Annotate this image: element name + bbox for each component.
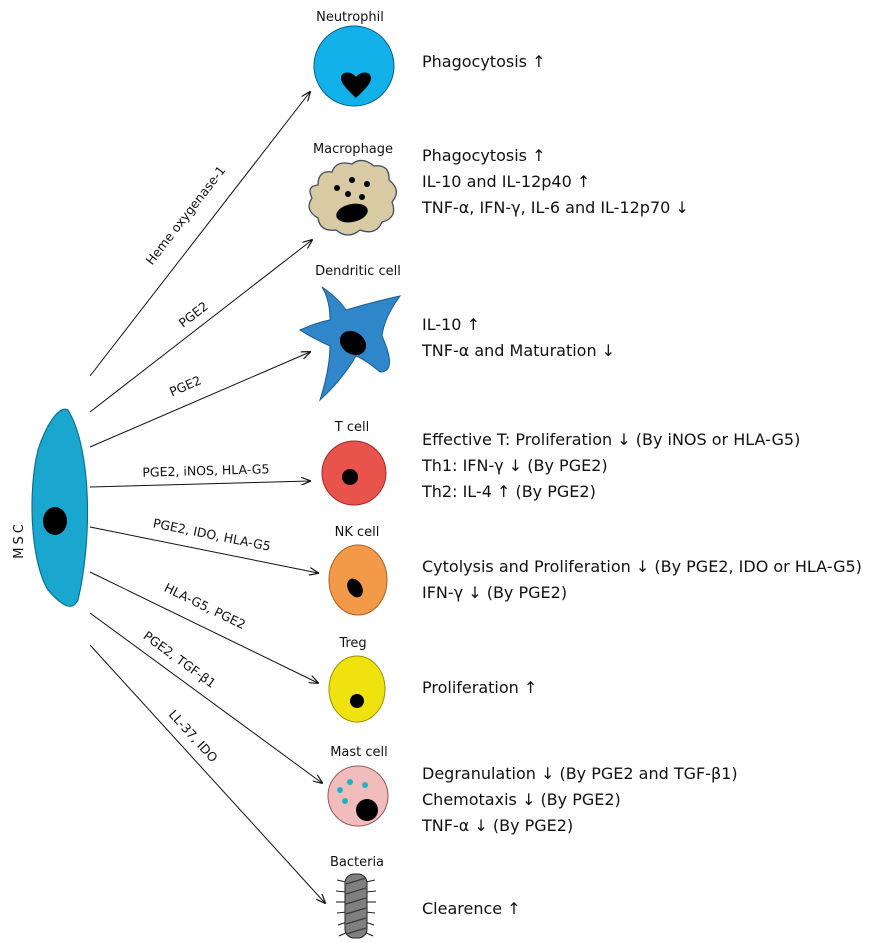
arrow-to-nk-cell xyxy=(89,526,318,573)
effect-text: TNF-α, IFN-γ, IL-6 and IL-12p70 ↓ xyxy=(422,198,689,217)
arrow-to-macrophage xyxy=(89,240,312,413)
mast-cell xyxy=(327,765,389,827)
treg-nucleus xyxy=(350,694,364,708)
effect-text: Phagocytosis ↑ xyxy=(422,146,546,165)
macrophage-granule xyxy=(345,191,351,197)
cell-name-neutrophil: Neutrophil xyxy=(316,10,384,25)
bacteria-bands xyxy=(345,877,367,935)
mast-cell-granule xyxy=(362,782,368,788)
nk-cell-effects: Cytolysis and Proliferation ↓ (By PGE2, … xyxy=(422,555,862,607)
treg-effects: Proliferation ↑ xyxy=(422,676,537,702)
effect-text: Proliferation ↑ xyxy=(422,678,538,697)
neutrophil-nucleus-heart xyxy=(341,72,371,98)
arrow-label: PGE2, TGF-β1 xyxy=(141,628,219,691)
mast-cell-nucleus xyxy=(356,799,378,821)
neutrophil-cell xyxy=(313,25,395,107)
mast-cell-granule xyxy=(347,779,353,785)
effect-text: IFN-γ ↓ (By PGE2) xyxy=(422,583,568,602)
t-cell-effects: Effective T: Proliferation ↓ (By iNOS or… xyxy=(422,428,800,506)
treg-cell xyxy=(328,655,386,723)
macrophage-granule xyxy=(349,177,355,183)
macrophage-effects: Phagocytosis ↑ IL-10 and IL-12p40 ↑ TNF-… xyxy=(422,144,689,222)
macrophage-nucleus xyxy=(336,203,368,223)
msc-label: MSC xyxy=(12,521,27,559)
bacteria-cell xyxy=(344,873,368,939)
cell-name-bacteria: Bacteria xyxy=(330,855,384,870)
effect-text: Clearence ↑ xyxy=(422,899,521,918)
arrow-label: LL-37, IDO xyxy=(166,707,221,765)
effect-text: Effective T: Proliferation ↓ (By iNOS or… xyxy=(422,430,801,449)
effect-text: Chemotaxis ↓ (By PGE2) xyxy=(422,790,621,809)
arrow-to-mast-cell xyxy=(89,612,322,783)
effect-text: Degranulation ↓ (By PGE2 and TGF-β1) xyxy=(422,764,738,783)
effect-text: TNF-α and Maturation ↓ xyxy=(422,341,616,360)
msc-cell xyxy=(31,408,89,607)
effect-text: Cytolysis and Proliferation ↓ (By PGE2, … xyxy=(422,557,862,576)
cell-name-nk-cell: NK cell xyxy=(335,525,380,540)
cell-name-treg: Treg xyxy=(338,636,366,651)
arrow-to-treg xyxy=(89,571,318,683)
mast-cell-granule xyxy=(337,787,343,793)
arrow-to-bacteria xyxy=(89,644,325,903)
arrow-label: PGE2 xyxy=(176,298,211,330)
arrow-label: HLA-G5, PGE2 xyxy=(162,580,248,632)
effect-text: Phagocytosis ↑ xyxy=(422,52,546,71)
bacteria-effects: Clearence ↑ xyxy=(422,897,521,923)
arrow-to-neutrophil xyxy=(89,92,310,377)
nk-cell xyxy=(328,544,388,616)
nk-cell-nucleus xyxy=(347,578,363,598)
macrophage-granule xyxy=(364,181,370,187)
t-cell-nucleus xyxy=(342,469,358,485)
arrow-to-dendritic-cell xyxy=(89,352,310,448)
neutrophil-effects: Phagocytosis ↑ xyxy=(422,50,545,76)
macrophage-granule xyxy=(334,185,340,191)
effect-text: Th2: IL-4 ↑ (By PGE2) xyxy=(422,482,596,501)
effect-text: Th1: IFN-γ ↓ (By PGE2) xyxy=(422,456,608,475)
effect-text: IL-10 ↑ xyxy=(422,315,480,334)
arrow-to-t-cell xyxy=(89,481,310,488)
arrow-label: PGE2 xyxy=(167,372,203,399)
cell-name-mast-cell: Mast cell xyxy=(330,745,388,760)
dendritic-nucleus xyxy=(339,330,367,356)
mast-cell-granule xyxy=(342,798,348,804)
dendritic-cell-effects: IL-10 ↑ TNF-α and Maturation ↓ xyxy=(422,313,615,365)
cell-name-dendritic-cell: Dendritic cell xyxy=(315,264,401,279)
cell-name-t-cell: T cell xyxy=(334,420,369,435)
arrow-label: PGE2, IDO, HLA-G5 xyxy=(152,515,272,553)
macrophage-granule xyxy=(359,194,365,200)
effect-text: TNF-α ↓ (By PGE2) xyxy=(422,816,574,835)
arrow-label: PGE2, iNOS, HLA-G5 xyxy=(142,461,269,480)
effect-text: IL-10 and IL-12p40 ↑ xyxy=(422,172,591,191)
cell-name-macrophage: Macrophage xyxy=(313,142,393,157)
msc-nucleus xyxy=(43,507,67,535)
macrophage-cell xyxy=(308,159,397,236)
arrow-label: Heme oxygenase-1 xyxy=(142,163,228,268)
mast-cell-effects: Degranulation ↓ (By PGE2 and TGF-β1) Che… xyxy=(422,762,738,840)
